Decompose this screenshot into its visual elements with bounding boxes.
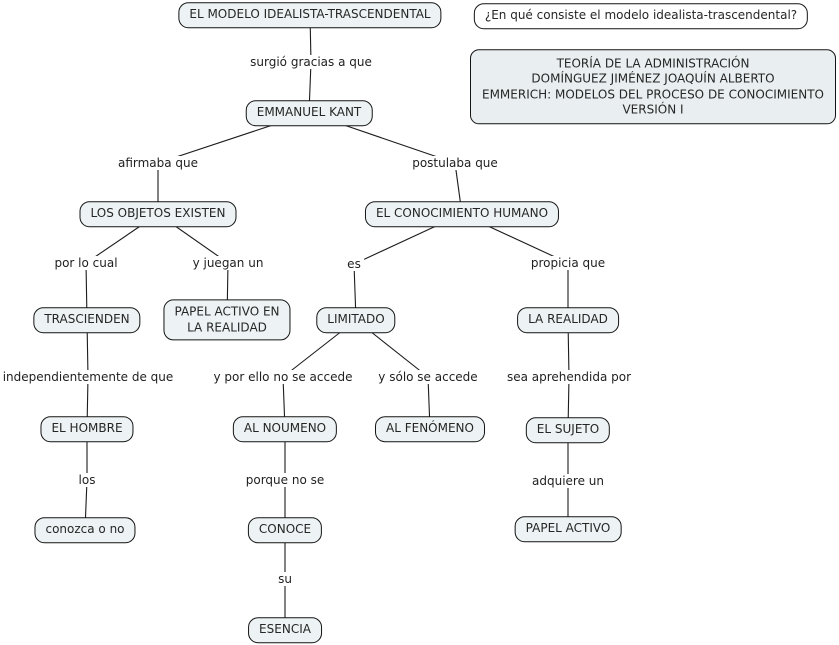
info-line-2: DOMÍNGUEZ JIMÉNEZ JOAQUÍN ALBERTO [531,71,775,86]
link-label-sea-aprehendida-por[interactable]: sea aprehendida por [503,370,635,384]
link-label-adquiere-un[interactable]: adquiere un [529,474,607,488]
node-emmanuel-kant[interactable]: EMMANUEL KANT [245,100,373,126]
node-limitado[interactable]: LIMITADO [316,307,396,333]
link-label-postulaba-que[interactable]: postulaba que [409,156,501,170]
node-al-fenomeno[interactable]: AL FENÓMENO [375,416,485,442]
link-label-independientemente-de-que[interactable]: independientemente de que [0,370,177,384]
node-el-conocimiento-humano[interactable]: EL CONOCIMIENTO HUMANO [364,201,560,227]
link-label-y-juegan-un[interactable]: y juegan un [189,256,267,270]
node-el-hombre[interactable]: EL HOMBRE [40,416,134,442]
link-label-afirmaba-que[interactable]: afirmaba que [114,156,202,170]
link-label-los[interactable]: los [75,473,99,487]
node-al-noumeno[interactable]: AL NOUMENO [232,416,338,442]
node-el-sujeto[interactable]: EL SUJETO [525,417,611,443]
link-label-y-solo-se-accede[interactable]: y sólo se accede [375,370,481,384]
info-line-3: EMMERICH: MODELOS DEL PROCESO DE CONOCIM… [482,87,824,101]
link-label-porque-no-se[interactable]: porque no se [242,473,328,487]
link-label-y-por-ello-no-se-accede[interactable]: y por ello no se accede [210,370,356,384]
node-info-box[interactable]: TEORÍA DE LA ADMINISTRACIÓN DOMÍNGUEZ JI… [470,49,836,125]
link-label-por-lo-cual[interactable]: por lo cual [51,256,121,270]
node-esencia[interactable]: ESENCIA [248,617,322,643]
info-line-4: VERSIÓN I [622,102,684,117]
node-los-objetos-existen[interactable]: LOS OBJETOS EXISTEN [79,201,237,227]
link-label-propicia-que[interactable]: propicia que [527,256,609,270]
node-trascienden[interactable]: TRASCIENDEN [33,307,141,333]
node-conozca-o-no[interactable]: conozca o no [34,517,136,543]
link-label-es[interactable]: es [344,257,364,271]
link-label-surgio-gracias-a-que[interactable]: surgió gracias a que [247,55,375,69]
node-papel-activo-en-la-realidad[interactable]: PAPEL ACTIVO EN LA REALIDAD [163,299,291,341]
node-la-realidad[interactable]: LA REALIDAD [517,307,619,333]
info-line-1: TEORÍA DE LA ADMINISTRACIÓN [556,56,750,71]
node-focus-question[interactable]: ¿En qué consiste el modelo idealista-tra… [473,3,809,29]
link-label-su[interactable]: su [275,572,295,586]
node-conoce[interactable]: CONOCE [247,517,323,543]
node-papel-activo[interactable]: PAPEL ACTIVO [514,516,622,542]
node-el-modelo-idealista-trascendental[interactable]: EL MODELO IDEALISTA-TRASCENDENTAL [178,2,442,28]
